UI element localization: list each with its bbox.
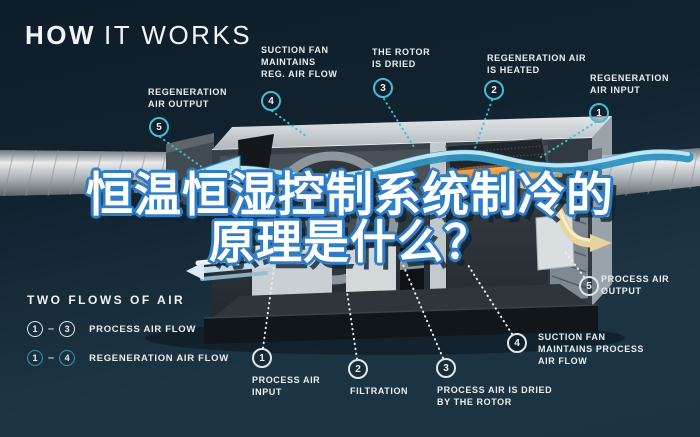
label-process-air-input: PROCESS AIR INPUT — [252, 375, 321, 398]
legend-dash: – — [48, 352, 55, 364]
legend-label-regeneration: REGENERATION AIR FLOW — [89, 352, 229, 364]
label-process-air-dried: PROCESS AIR IS DRIED BY THE ROTOR — [437, 385, 553, 408]
step-badge-regen-1: 1 — [589, 103, 609, 123]
legend-label-process: PROCESS AIR FLOW — [89, 323, 197, 335]
step-badge-process-5: 5 — [579, 276, 599, 296]
label-regeneration-air-output: REGENERATION AIR OUTPUT — [148, 87, 228, 110]
label-rotor-dried: THE ROTOR IS DRIED — [372, 47, 431, 70]
legend-dash: – — [48, 323, 55, 335]
lower-panel-a-top — [250, 240, 332, 254]
step-badge-regen-2: 2 — [484, 80, 504, 100]
legend-circle-from: 1 — [27, 321, 43, 337]
legend-circle-to: 4 — [59, 350, 76, 366]
divider-panel — [430, 142, 446, 312]
top-face — [212, 116, 612, 150]
chinese-headline-line2: 原理是什么？ — [209, 215, 491, 268]
label-regeneration-air-heated: REGENERATION AIR IS HEATED — [487, 53, 587, 76]
chinese-headline-line1: 恒温恒湿控制系统制冷的 — [86, 168, 614, 221]
legend-row-regeneration: 1 – 4 REGENERATION AIR FLOW — [27, 350, 229, 366]
left-duct — [0, 133, 214, 213]
legend-circle-to: 3 — [59, 321, 76, 337]
label-regeneration-air-input: REGENERATION AIR INPUT — [590, 73, 670, 96]
leader-lines — [159, 98, 597, 360]
chinese-headline: 恒温恒湿控制系统制冷的 原理是什么？ — [0, 171, 700, 266]
legend-circle-from: 1 — [27, 350, 43, 366]
process-air-input-arrows — [186, 253, 274, 281]
step-badge-process-3: 3 — [436, 358, 456, 378]
step-badge-process-1: 1 — [252, 348, 272, 368]
step-badge-regen-4: 4 — [261, 91, 281, 111]
lower-panel-b — [346, 246, 396, 305]
left-duct-collar — [166, 133, 214, 213]
interior-floor — [212, 284, 592, 318]
step-badge-process-4: 4 — [507, 333, 527, 353]
label-suction-fan-process: SUCTION FAN MAINTAINS PROCESS AIR FLOW — [538, 332, 645, 367]
label-suction-fan-reg: SUCTION FAN MAINTAINS REG. AIR FLOW — [261, 45, 338, 80]
legend-row-process: 1 – 3 PROCESS AIR FLOW — [27, 321, 229, 337]
legend-heading: TWO FLOWS OF AIR — [27, 293, 186, 307]
step-badge-process-2: 2 — [348, 359, 368, 379]
title-bold: HOW — [25, 20, 97, 50]
regeneration-air-flow-arrow — [190, 149, 694, 188]
label-filtration: FILTRATION — [350, 386, 409, 396]
step-badge-regen-3: 3 — [373, 78, 393, 98]
flow-legend: TWO FLOWS OF AIR 1 – 3 PROCESS AIR FLOW … — [27, 293, 229, 379]
process-air-output-arrow — [500, 171, 612, 252]
step-badge-regen-5: 5 — [149, 117, 169, 137]
title-light: IT WORKS — [104, 20, 253, 50]
label-process-air-output: PROCESS AIR OUTPUT — [601, 274, 670, 297]
